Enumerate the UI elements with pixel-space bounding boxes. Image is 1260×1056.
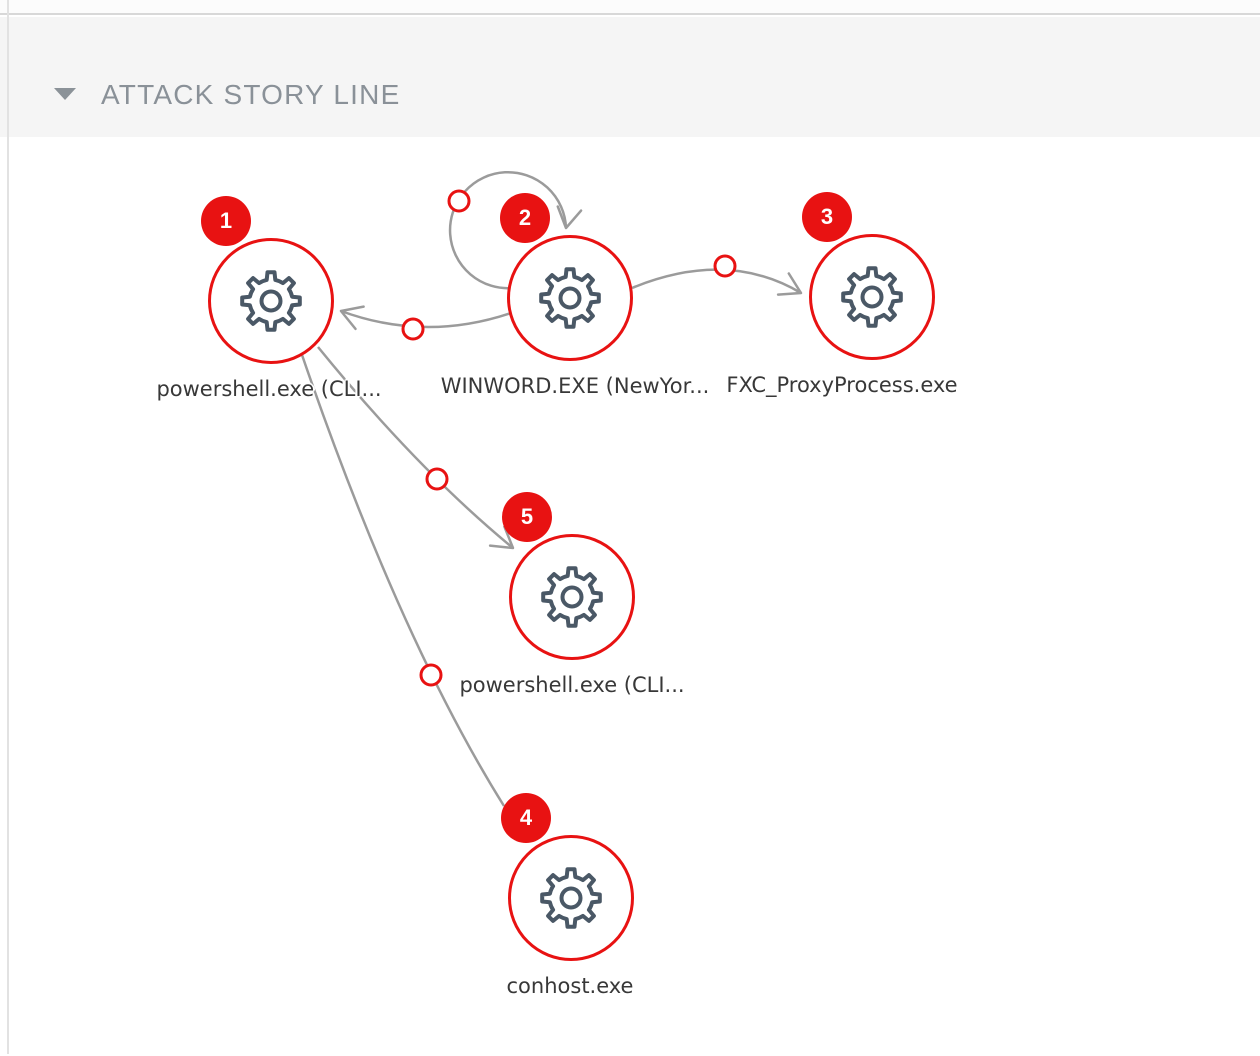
process-node-3[interactable]: 3 [802, 192, 935, 360]
edge-path-2-1 [340, 309, 512, 329]
arrowhead-icon [339, 305, 365, 331]
gear-icon [540, 867, 602, 929]
arrowhead-icon [488, 525, 515, 550]
node-badge-1: 1 [201, 196, 251, 246]
process-label-4[interactable]: conhost.exe [506, 974, 634, 998]
panel-left-border [7, 0, 9, 1054]
attack-story-line-header: ATTACK STORY LINE [0, 17, 1260, 137]
arrowhead-icon [556, 205, 583, 230]
process-label-1[interactable]: powershell.exe (CLI... [156, 377, 382, 401]
node-badge-2: 2 [500, 193, 550, 243]
edge-path-1-5 [317, 346, 514, 549]
process-node-5[interactable]: 5 [502, 492, 635, 660]
top-strip [0, 0, 1260, 15]
edge-marker [713, 254, 737, 278]
process-node-2[interactable]: 2 [500, 193, 633, 361]
process-label-3[interactable]: FXC_ProxyProcess.exe [726, 373, 958, 397]
process-label-2[interactable]: WINWORD.EXE (NewYor... [440, 374, 710, 398]
arrowhead-icon [776, 272, 803, 296]
process-node-1[interactable]: 1 [201, 196, 334, 364]
process-node-4[interactable]: 4 [501, 793, 634, 961]
collapse-caret-icon[interactable] [54, 88, 76, 100]
section-title: ATTACK STORY LINE [101, 79, 401, 110]
node-badge-4: 4 [501, 793, 551, 843]
node-badge-3: 3 [802, 192, 852, 242]
gear-icon [240, 270, 302, 332]
edge-path-1-4 [299, 351, 506, 807]
edge-marker [419, 663, 443, 687]
edge-marker [447, 189, 471, 213]
process-label-5[interactable]: powershell.exe (CLI... [459, 673, 685, 697]
node-badge-5: 5 [502, 492, 552, 542]
gear-icon [841, 266, 903, 328]
edge-marker [425, 467, 449, 491]
edge-marker [401, 317, 425, 341]
gear-icon [541, 566, 603, 628]
gear-icon [539, 267, 601, 329]
